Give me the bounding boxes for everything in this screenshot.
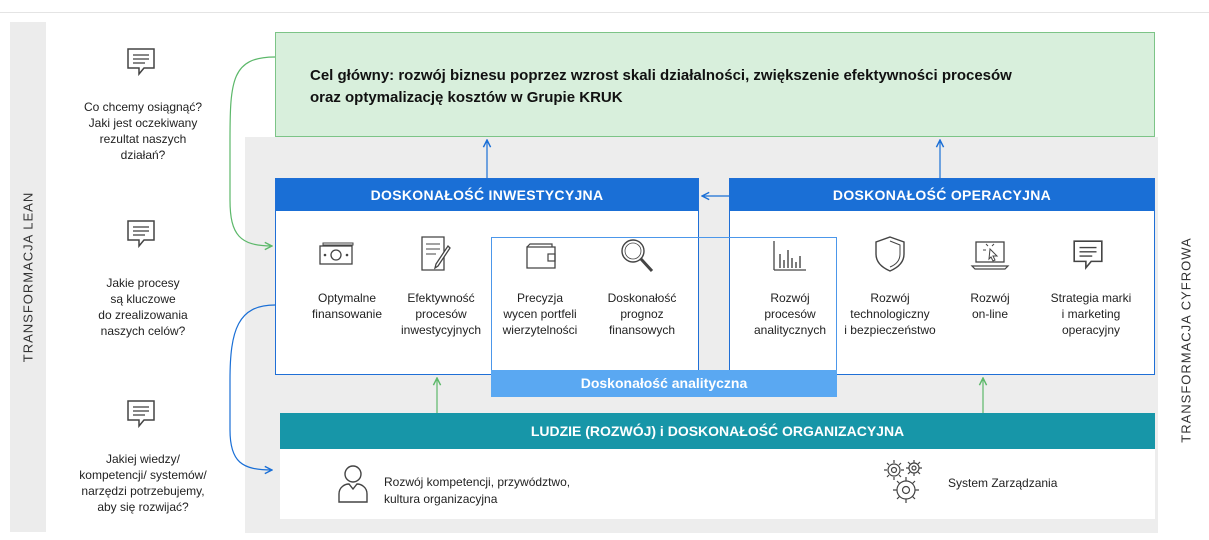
item-online: Rozwój on-line [970,291,1010,321]
question-1: Co chcemy osiągnąć? Jaki jest oczekiwany… [83,100,203,162]
laptop-click-icon [970,238,1010,277]
item-financing: Optymalne finansowanie [311,291,383,321]
speech-bubble-icon [125,218,157,255]
item-analytic-processes: Rozwój procesów analitycznych [753,291,827,337]
top-divider [0,12,1209,13]
money-icon [316,238,356,275]
shield-icon [872,234,908,279]
item-technology-security: Rozwój technologiczny i bezpieczeństwo [844,291,936,337]
item-investment-processes: Efektywność procesów inwestycyjnych [400,291,482,337]
wallet-icon [524,241,560,276]
bar-chart-icon [770,238,808,279]
investment-title: DOSKONAŁOŚĆ INWESTYCYJNA [276,179,698,211]
people-title: LUDZIE (ROZWÓJ) i DOSKONAŁOŚĆ ORGANIZACY… [280,413,1155,449]
investment-box: DOSKONAŁOŚĆ INWESTYCYJNA [275,178,699,375]
person-icon [335,462,371,509]
item-brand-marketing: Strategia marki i marketing operacyjny [1050,291,1132,337]
analytics-bar: Doskonałość analityczna [491,370,837,397]
document-pen-icon [418,234,454,279]
people-right-text: System Zarządzania [948,476,1058,490]
question-3: Jakiej wiedzy/ kompetencji/ systemów/ na… [79,452,207,514]
goal-line-2: oraz optymalizację kosztów w Grupie KRUK [310,89,623,106]
operational-title: DOSKONAŁOŚĆ OPERACYJNA [730,179,1154,211]
goal-text: Cel główny: rozwój biznesu poprzez wzros… [310,65,1110,109]
people-box [280,449,1155,519]
green-curve-arrow [229,56,276,246]
question-2: Jakie procesy są kluczowe do zrealizowan… [98,276,188,338]
speech-bubble-icon [1071,238,1105,277]
blue-curve-arrow [229,304,276,470]
item-portfolio-valuation: Precyzja wycen portfeli wierzytelności [502,291,578,337]
operational-box: DOSKONAŁOŚĆ OPERACYJNA [729,178,1155,375]
magnifier-icon [618,236,656,281]
people-left-text: Rozwój kompetencji, przywództwo, kultura… [384,475,571,506]
speech-bubble-icon [125,398,157,435]
goal-box [275,32,1155,137]
lean-strip [10,22,46,532]
gears-icon [880,456,932,513]
speech-bubble-icon [125,46,157,83]
item-forecasts: Doskonałość prognoz finansowych [607,291,677,337]
goal-line-1: Cel główny: rozwój biznesu poprzez wzros… [310,67,1012,84]
